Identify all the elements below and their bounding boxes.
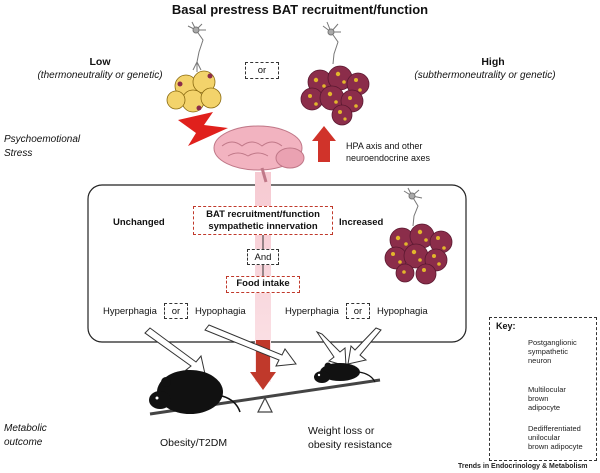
and-box: And	[247, 249, 279, 265]
outcome-panel	[87, 184, 467, 343]
or-box-top: or	[245, 62, 279, 79]
key-item-neuron-line1: Postganglionic	[528, 338, 577, 347]
low-subtitle: (thermoneutrality or genetic)	[37, 70, 163, 81]
weight-loss-line2: obesity resistance	[308, 439, 393, 451]
outcome-label: outcome	[4, 437, 43, 448]
key-item-multilocular-line3: adipocyte	[528, 403, 561, 412]
hollow-arrow-center	[204, 324, 297, 367]
weight-loss-line1: Weight loss or	[308, 425, 375, 437]
psychoemotional-label: Psychoemotional	[4, 134, 81, 145]
high-subtitle: (subthermoneutrality or genetic)	[414, 70, 556, 81]
hollow-arrow-right-b	[347, 327, 382, 365]
left-hyperphagia-label: Hyperphagia	[103, 306, 157, 317]
key-item-multilocular: Multilocular brown adipocyte	[528, 385, 566, 412]
obesity-t2dm-label: Obesity/T2DM	[160, 437, 228, 449]
high-adipocyte-cluster	[300, 65, 370, 126]
food-intake-box: Food intake	[226, 276, 300, 293]
metabolic-label: Metabolic	[4, 423, 47, 434]
key-item-multilocular-line1: Multilocular	[528, 385, 566, 394]
bat-recruitment-line1: BAT recruitment/function	[206, 209, 320, 220]
seesaw-fulcrum	[257, 396, 273, 413]
unchanged-label: Unchanged	[113, 217, 165, 228]
key-item-unilocular-line1: Dedifferentiated	[528, 424, 581, 433]
journal-footer: Trends in Endocrinology & Metabolism	[458, 463, 588, 470]
key-item-neuron: Postganglionic sympathetic neuron	[528, 338, 577, 365]
high-heading: High	[481, 56, 505, 68]
key-item-neuron-line2: sympathetic	[528, 347, 569, 356]
key-item-neuron-line3: neuron	[528, 356, 552, 365]
diagram-title: Basal prestress BAT recruitment/function	[171, 2, 429, 17]
fat-mouse-icon	[149, 370, 241, 414]
hollow-arrow-left	[144, 327, 206, 375]
panel-adipocyte-cluster	[384, 223, 453, 285]
neuron-icon-low	[187, 21, 206, 72]
key-item-unilocular-line3: brown adipocyte	[528, 442, 583, 451]
left-or-box: or	[164, 303, 188, 319]
key-title: Key:	[496, 321, 516, 331]
hpa-label-line1: HPA axis and other	[346, 141, 423, 151]
neuron-icon-high	[322, 21, 341, 65]
key-item-multilocular-line2: brown	[528, 394, 549, 403]
right-hyperphagia-label: Hyperphagia	[285, 306, 339, 317]
brain-icon	[213, 125, 305, 183]
low-heading: Low	[89, 56, 111, 68]
neuron-icon-panel	[403, 187, 423, 227]
key-item-unilocular: Dedifferentiated unilocular brown adipoc…	[528, 424, 583, 451]
increased-label: Increased	[339, 217, 384, 228]
thin-mouse-icon	[314, 362, 376, 383]
hpa-label-line2: neuroendocrine axes	[346, 153, 431, 163]
bat-recruitment-box: BAT recruitment/function sympathetic inn…	[193, 206, 333, 235]
low-adipocyte-cluster	[166, 70, 222, 113]
key-box	[489, 317, 597, 461]
right-or-box: or	[346, 303, 370, 319]
right-hypophagia-label: Hypophagia	[377, 306, 428, 317]
left-hypophagia-label: Hypophagia	[195, 306, 246, 317]
bat-recruitment-line2: sympathetic innervation	[208, 221, 318, 232]
key-item-unilocular-line2: unilocular	[528, 433, 561, 442]
hollow-arrow-right-a	[315, 330, 347, 367]
hpa-up-arrow	[312, 126, 336, 162]
stress-label: Stress	[4, 148, 33, 159]
lightning-bolt-icon	[178, 112, 228, 146]
